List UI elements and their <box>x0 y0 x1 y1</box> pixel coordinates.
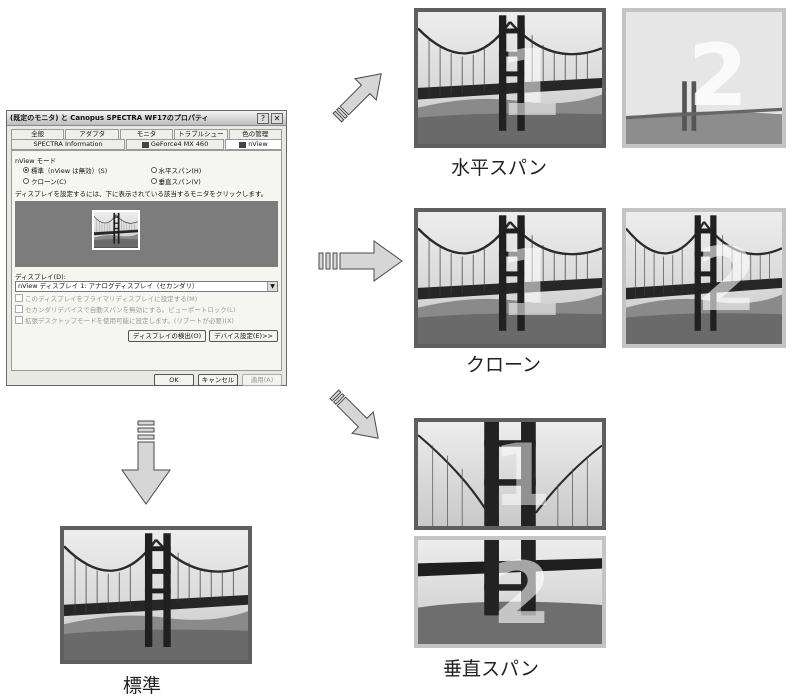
caption-vertical-span: 垂直スパン <box>443 658 539 680</box>
display-label: ディスプレイ(D): <box>15 273 66 281</box>
clone-screen-1: 1 <box>414 208 606 348</box>
caption-standard: 標準 <box>123 675 162 697</box>
display-card-icon <box>141 141 149 148</box>
tab-geforce[interactable]: GeForce4 MX 460 <box>126 139 224 150</box>
radio-label: クローン(C) <box>31 178 67 186</box>
radio-standard[interactable]: 標準（nView は無効）(S) <box>23 165 151 175</box>
radio-dot <box>23 178 29 184</box>
nview-panel: nView モード 標準（nView は無効）(S) 水平スパン(H) クローン… <box>11 150 282 371</box>
apply-button[interactable]: 適用(A) <box>242 374 282 386</box>
radio-clone[interactable]: クローン(C) <box>23 176 151 186</box>
close-button[interactable]: ✕ <box>271 112 283 124</box>
tab-row-2: SPECTRA Information GeForce4 MX 460 nVie… <box>7 139 286 150</box>
clone-screen-2: 2 <box>622 208 786 348</box>
nview-icon <box>239 141 247 148</box>
mode-radio-group: 標準（nView は無効）(S) 水平スパン(H) クローン(C) 垂直スパン(… <box>15 165 278 186</box>
vertical-span-screen-1: 1 <box>414 418 606 530</box>
caption-horizontal-span: 水平スパン <box>451 157 547 179</box>
chevron-down-icon: ▼ <box>267 282 277 291</box>
tab-label: GeForce4 MX 460 <box>150 140 209 148</box>
screen-number-2: 2 <box>696 228 758 331</box>
screen-number-1: 1 <box>498 230 563 337</box>
tab-spectra-information[interactable]: SPECTRA Information <box>11 139 126 150</box>
standard-screen <box>60 526 252 664</box>
screen-number-1: 1 <box>492 426 552 526</box>
radio-dot <box>23 167 29 173</box>
bridge-thumbnail <box>94 212 138 248</box>
tab-label: SPECTRA Information <box>33 140 103 148</box>
help-button[interactable]: ? <box>257 112 269 124</box>
checkbox-label: 拡張デスクトップモードを使用可能に設定します。(リブートが必要)(X) <box>25 317 234 325</box>
dialog-titlebar: (既定のモニタ) と Canopus SPECTRA WF17のプロパティ ? … <box>7 111 286 126</box>
dialog-title: (既定のモニタ) と Canopus SPECTRA WF17のプロパティ <box>10 114 209 122</box>
checkbox-primary[interactable]: このディスプレイをプライマリディスプレイに設定する(M) <box>15 293 278 303</box>
checkbox-box <box>15 294 23 302</box>
checkbox-extended-desktop[interactable]: 拡張デスクトップモードを使用可能に設定します。(リブートが必要)(X) <box>15 315 278 325</box>
tab-adapter[interactable]: アダプタ <box>65 129 119 139</box>
arrow-horizontal-span-icon <box>332 73 382 123</box>
monitor-thumbnail[interactable] <box>92 210 140 250</box>
radio-vertical-span[interactable]: 垂直スパン(V) <box>150 176 279 186</box>
properties-dialog: (既定のモニタ) と Canopus SPECTRA WF17のプロパティ ? … <box>6 110 287 386</box>
checkbox-viewport-lock[interactable]: セカンダリデバイスで自動スパンを無効にする。ビューポートロック(L) <box>15 304 278 314</box>
bridge-photo <box>418 540 602 644</box>
bridge-photo <box>626 12 782 144</box>
device-settings-button[interactable]: デバイス設定(E)>> <box>209 330 278 342</box>
vertical-span-screen-2: 2 <box>414 536 606 648</box>
screen-number-2: 2 <box>492 544 552 644</box>
cancel-button[interactable]: キャンセル <box>198 374 238 386</box>
radio-label: 標準（nView は無効）(S) <box>31 167 108 175</box>
radio-dot <box>150 167 157 173</box>
arrow-standard-icon <box>121 420 171 505</box>
tab-label: nView <box>248 140 268 148</box>
screen-number-1: 1 <box>498 30 563 137</box>
dialog-button-row: OK キャンセル 適用(A) <box>7 371 286 386</box>
caption-clone: クローン <box>466 354 542 376</box>
ok-button[interactable]: OK <box>154 374 194 386</box>
radio-label: 垂直スパン(V) <box>158 178 201 186</box>
tab-nview[interactable]: nView <box>224 139 282 150</box>
monitor-preview-area <box>15 201 278 267</box>
checkbox-label: このディスプレイをプライマリディスプレイに設定する(M) <box>25 295 198 303</box>
checkbox-box <box>15 305 23 313</box>
display-select-value: nView ディスプレイ 1: アナログディスプレイ（セカンダリ） <box>18 282 199 290</box>
tab-color-management[interactable]: 色の管理 <box>228 129 282 139</box>
radio-dot <box>150 178 157 184</box>
bridge-photo <box>418 422 602 526</box>
tab-row-1: 全般 アダプタ モニタ トラブルシューティング 色の管理 <box>7 126 286 147</box>
display-select[interactable]: nView ディスプレイ 1: アナログディスプレイ（セカンダリ） ▼ <box>15 281 278 292</box>
panel-button-row: ディスプレイの検出(O) デバイス設定(E)>> <box>15 330 278 342</box>
tab-general[interactable]: 全般 <box>11 129 65 139</box>
instruction-text: ディスプレイを設定するには、下に表示されている該当するモニタをクリックします。 <box>15 190 268 198</box>
tab-troubleshooting[interactable]: トラブルシューティング <box>174 129 228 147</box>
radio-label: 水平スパン(H) <box>158 167 202 175</box>
detect-displays-button[interactable]: ディスプレイの検出(O) <box>127 330 207 342</box>
screen-number-2: 2 <box>688 26 748 126</box>
mode-group-label: nView モード <box>15 157 57 165</box>
arrow-vertical-span-icon <box>329 389 379 439</box>
checkbox-label: セカンダリデバイスで自動スパンを無効にする。ビューポートロック(L) <box>25 306 236 314</box>
bridge-photo <box>64 530 248 660</box>
radio-horizontal-span[interactable]: 水平スパン(H) <box>150 165 279 175</box>
horizontal-span-screen-2: 2 <box>622 8 786 148</box>
checkbox-box <box>15 316 23 324</box>
tab-monitor[interactable]: モニタ <box>119 129 174 139</box>
horizontal-span-screen-1: 1 <box>414 8 606 148</box>
arrow-clone-icon <box>318 240 403 282</box>
